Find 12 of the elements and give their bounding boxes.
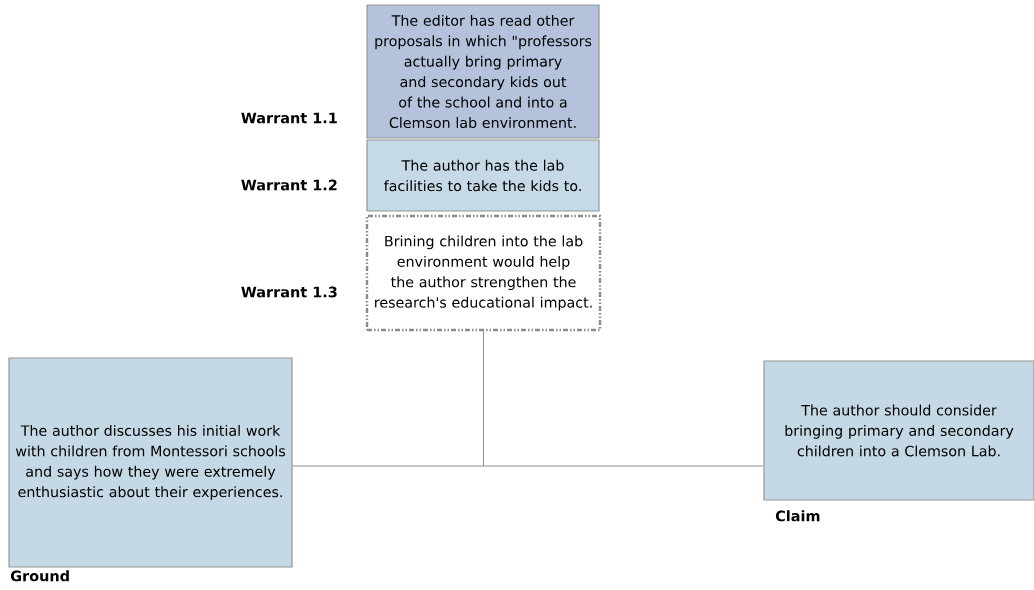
box-label: Warrant 1.3 — [241, 286, 337, 298]
box-label: Warrant 1.2 — [241, 179, 337, 191]
box-label: Ground — [10, 570, 69, 582]
text-box: The author should consider bringing primary and secondary children into a Clemson Lab. — [763, 360, 1034, 501]
text-box: The author has the lab facilities to take the kids to. — [366, 139, 600, 212]
box-label: Warrant 1.1 — [241, 112, 337, 124]
box-label: Claim — [775, 510, 820, 522]
connector-line — [292, 465, 764, 467]
connector-line — [483, 330, 484, 467]
text-box: The editor has read other proposals in which "professors actually bring primary and secondary kids out of the school and into a Clemson lab environment. — [366, 4, 600, 139]
text-box: Brining children into the lab environment would help the author strengthen the research's educational impact. — [365, 214, 602, 332]
text-box: The author discusses his initial work with children from Montessori schools and says how they were extremely enthusiastic about their experiences. — [8, 357, 293, 568]
